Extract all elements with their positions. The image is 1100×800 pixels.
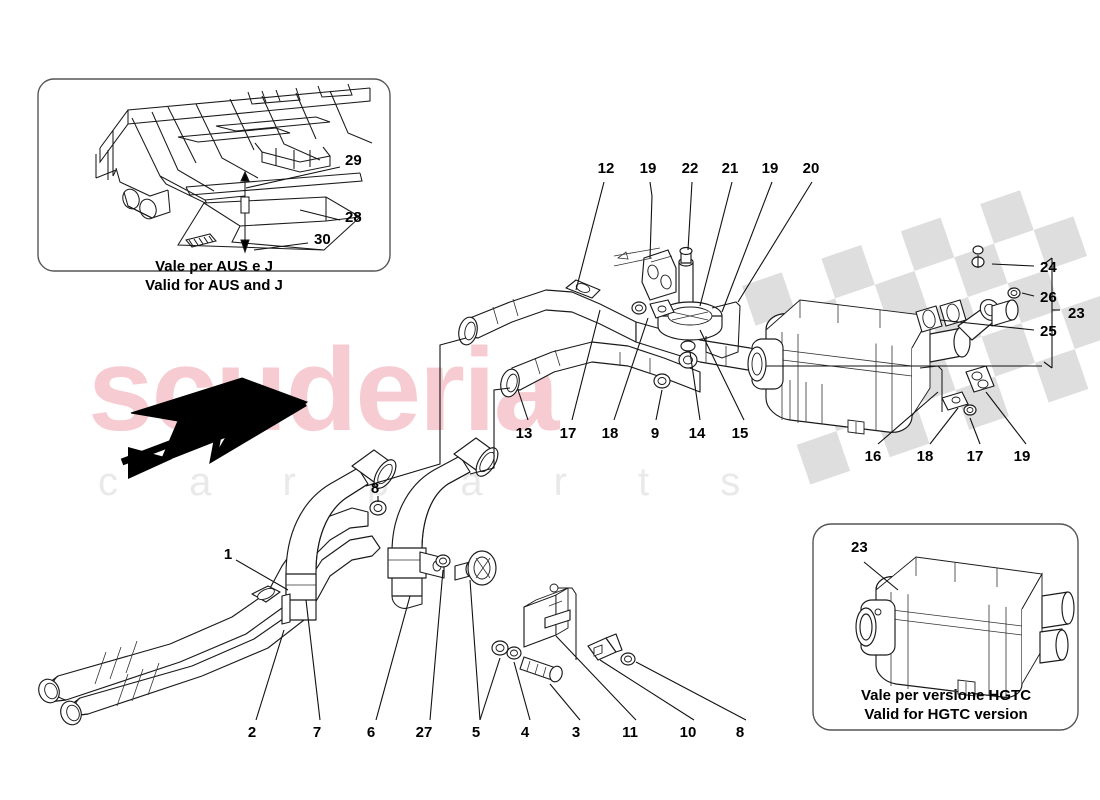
- callout-17-sil: 17: [967, 448, 984, 465]
- callout-23-main: 23: [1068, 305, 1085, 322]
- callout-labels: 12 19 22 21 19 20 24 26 25 23 13 17 18 9…: [224, 160, 1085, 741]
- callout-2: 2: [248, 724, 256, 741]
- aus-leader-29: [245, 166, 341, 189]
- callout-4: 4: [521, 724, 530, 741]
- nut-8-upper: [369, 500, 387, 516]
- valve-actuator-assembly: [613, 246, 741, 389]
- bracket-23: [1043, 257, 1060, 369]
- callout-24: 24: [1040, 259, 1057, 276]
- callout-25: 25: [1040, 323, 1057, 340]
- aus-underbody-drawing: [95, 83, 373, 251]
- callout-19-sil: 19: [1014, 448, 1031, 465]
- callout-30: 30: [314, 231, 331, 248]
- callout-10: 10: [680, 724, 697, 741]
- mid-pipe-lower: [500, 341, 701, 398]
- callout-28: 28: [345, 209, 362, 226]
- callout-9: 9: [651, 425, 659, 442]
- mounting-hardware: [435, 550, 636, 683]
- callout-19-top-a: 19: [640, 160, 657, 177]
- callout-20: 20: [803, 160, 820, 177]
- callout-16: 16: [865, 448, 882, 465]
- callout-17-mid: 17: [560, 425, 577, 442]
- aus-caption-italian: Vale per AUS e J: [155, 258, 273, 275]
- callout-12: 12: [598, 160, 615, 177]
- callout-26: 26: [1040, 289, 1057, 306]
- watermark-primary: scuderia: [88, 324, 561, 456]
- hgtc-silencer-drawing: [855, 556, 1075, 698]
- callout-27: 27: [416, 724, 433, 741]
- front-pipes-assembly: [38, 507, 381, 726]
- hgtc-leader-23: [863, 561, 899, 591]
- callout-13: 13: [516, 425, 533, 442]
- aus-leader-28: [299, 209, 341, 221]
- hgtc-inset-border: [812, 523, 1079, 731]
- leader-lines: [235, 181, 1042, 721]
- aus-caption-english: Valid for AUS and J: [145, 277, 283, 294]
- silencer-hanger-cluster: [919, 365, 995, 416]
- aus-j-inset: [37, 78, 391, 272]
- aus-leader-30: [253, 242, 309, 251]
- mid-pipe-upper: [458, 279, 637, 346]
- hgtc-caption-english: Valid for HGTC version: [864, 706, 1027, 723]
- aus-inset-border: [37, 78, 391, 272]
- aus-pin-30: [240, 170, 250, 254]
- callout-1: 1: [224, 546, 232, 563]
- callout-15: 15: [732, 425, 749, 442]
- tailpipe-assembly: [915, 245, 1021, 363]
- rear-elbow-left: [281, 449, 397, 625]
- callout-22: 22: [682, 160, 699, 177]
- callout-21: 21: [722, 160, 739, 177]
- callout-6: 6: [367, 724, 375, 741]
- direction-arrow: [120, 377, 309, 479]
- callout-11: 11: [622, 724, 638, 741]
- callout-8-upper: 8: [371, 480, 379, 497]
- hgtc-inset: [812, 523, 1079, 731]
- callout-14: 14: [689, 425, 706, 442]
- callout-29: 29: [345, 152, 362, 169]
- callout-3: 3: [572, 724, 580, 741]
- callout-7: 7: [313, 724, 321, 741]
- callout-18-sil: 18: [917, 448, 934, 465]
- hgtc-caption-italian: Vale per versione HGTC: [861, 687, 1031, 704]
- callout-5: 5: [472, 724, 480, 741]
- callout-8-bottom: 8: [736, 724, 744, 741]
- callout-23-hgtc: 23: [851, 539, 868, 556]
- callout-19-top-b: 19: [762, 160, 779, 177]
- callout-18-mid: 18: [602, 425, 619, 442]
- main-silencer: [747, 299, 931, 435]
